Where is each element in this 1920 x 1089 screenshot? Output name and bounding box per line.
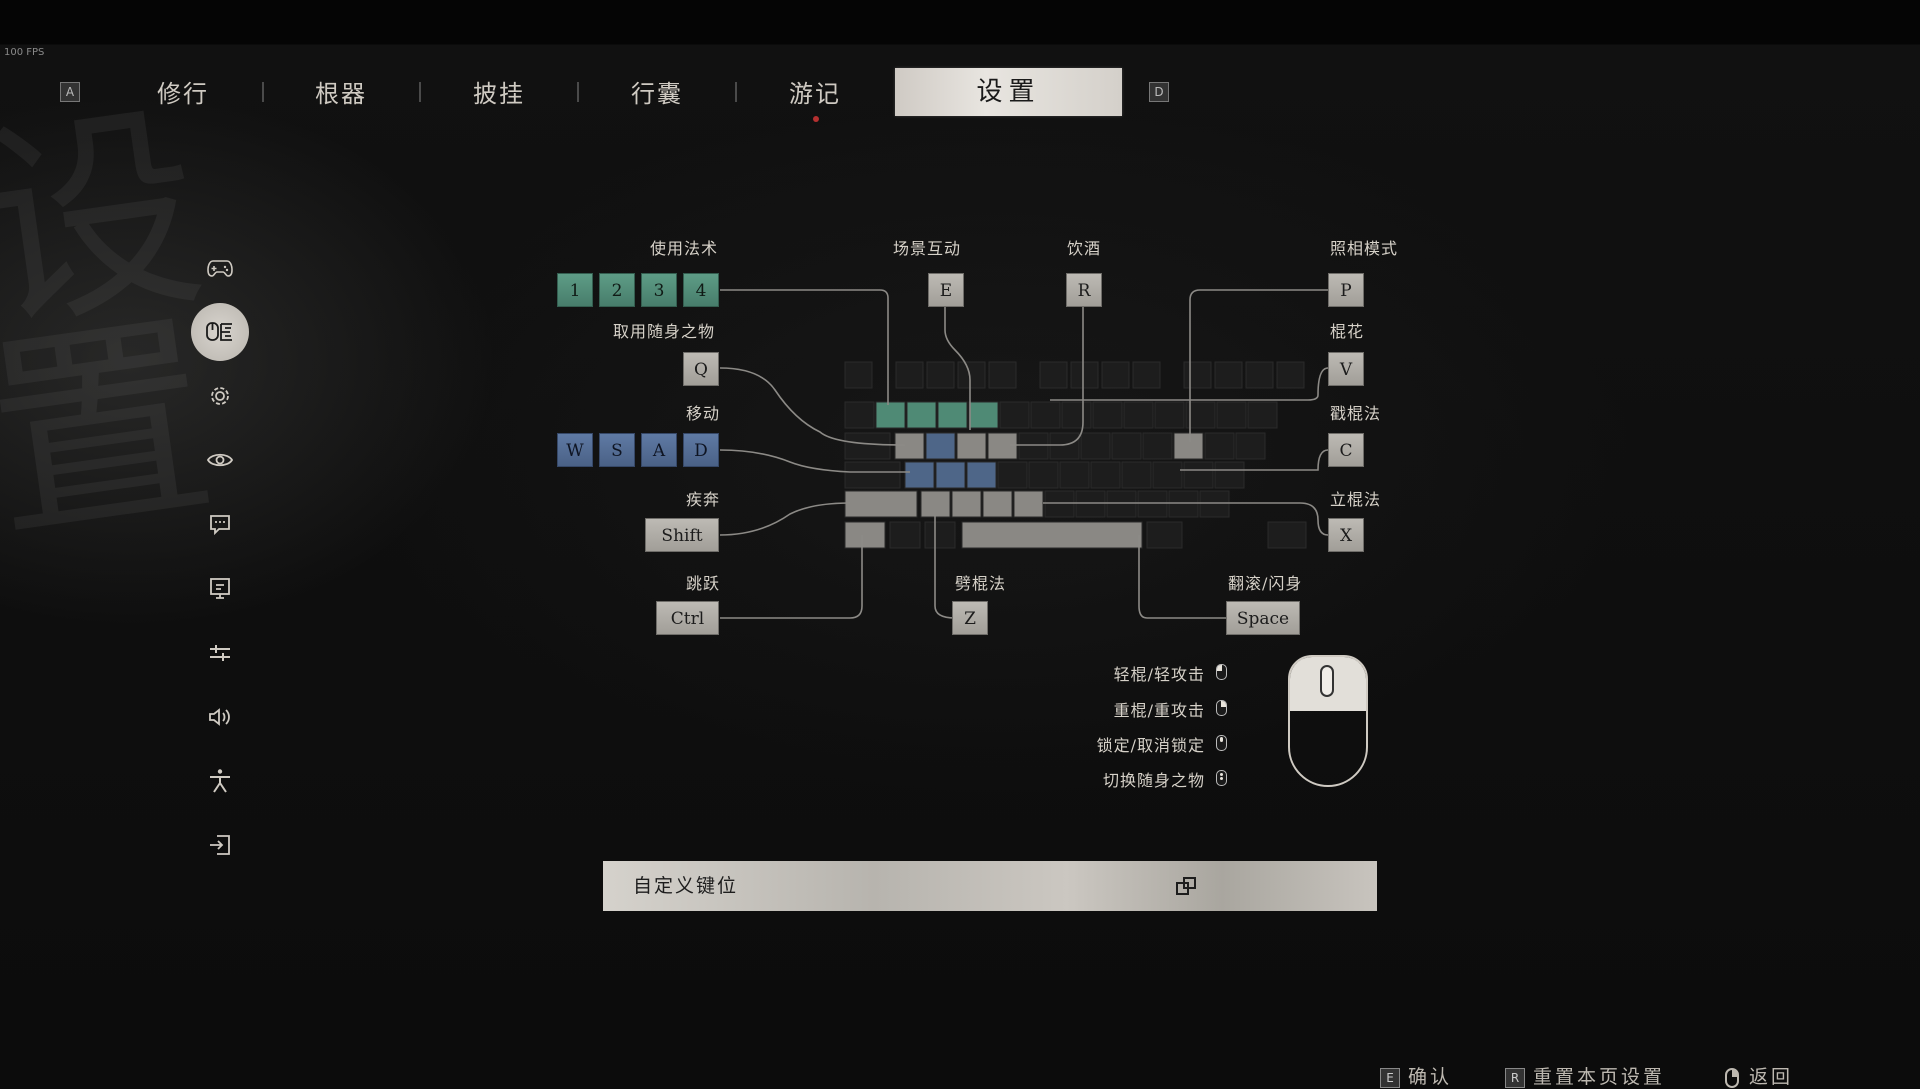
label-photo-mode: 照相模式 [1330,239,1399,258]
label-interact: 场景互动 [893,239,962,258]
notification-dot [813,116,819,122]
mouse-binding-lock-on[interactable]: 锁定/取消锁定 [1000,732,1205,756]
monitor-icon[interactable] [200,569,240,609]
key-spin-v[interactable]: V [1328,352,1364,386]
mouse-binding-label: 轻棍/轻攻击 [1113,665,1205,684]
sliders-icon[interactable] [200,633,240,673]
mouse-wheel [1320,665,1334,697]
settings-icon[interactable] [200,376,240,416]
key-jump-ctrl[interactable]: Ctrl [656,601,719,635]
mouse-left-icon [1216,664,1227,680]
tab-inventory[interactable]: 行囊 [631,80,683,108]
key-spell-4[interactable]: 4 [683,273,719,307]
key-spell-2[interactable]: 2 [599,273,635,307]
hint-confirm[interactable]: E 确认 [1380,1062,1452,1089]
tab-divider [735,82,737,102]
label-use-spells: 使用法术 [650,239,719,258]
key-move-s[interactable]: S [599,433,635,467]
mouse-binding-light-attack[interactable]: 轻棍/轻攻击 [1000,661,1205,685]
key-spell-3[interactable]: 3 [641,273,677,307]
reset-label: 重置本页设置 [1533,1066,1666,1088]
tab-root[interactable]: 根器 [315,80,367,108]
key-move-d[interactable]: D [683,433,719,467]
mouse-binding-label: 重棍/重攻击 [1113,701,1205,720]
hint-back[interactable]: 返回 [1725,1062,1793,1089]
tab-cultivation[interactable]: 修行 [157,80,209,108]
tab-divider [262,82,264,102]
label-use-item: 取用随身之物 [613,322,716,341]
key-sprint-shift[interactable]: Shift [645,518,719,552]
accessibility-icon[interactable] [200,761,240,801]
confirm-label: 确认 [1408,1066,1453,1088]
exit-icon[interactable] [200,825,240,865]
label-smash-stance: 劈棍法 [955,574,1007,593]
tab-armor[interactable]: 披挂 [473,80,525,108]
key-spell-1[interactable]: 1 [557,273,593,307]
mouse-binding-label: 切换随身之物 [1102,771,1205,790]
label-move: 移动 [686,404,721,423]
key-photo-p[interactable]: P [1328,273,1364,307]
key-move-a[interactable]: A [641,433,677,467]
hint-reset-page[interactable]: R 重置本页设置 [1505,1062,1665,1089]
mouse-binding-switch-item[interactable]: 切换随身之物 [1000,767,1205,791]
key-interact-e[interactable]: E [928,273,964,307]
key-drink-r[interactable]: R [1066,273,1102,307]
label-jump: 跳跃 [686,574,721,593]
eye-icon[interactable] [200,440,240,480]
custom-keybind-label: 自定义键位 [633,875,739,897]
mouse-scroll-icon [1216,770,1227,786]
confirm-key: E [1380,1068,1400,1088]
back-label: 返回 [1749,1066,1794,1088]
custom-keybind-button[interactable]: 自定义键位 [603,861,1377,911]
chat-icon[interactable] [200,505,240,545]
key-move-w[interactable]: W [557,433,593,467]
key-smash-z[interactable]: Z [952,601,988,635]
next-tab-key[interactable]: D [1149,82,1169,102]
mouse-right-icon [1216,700,1227,716]
tab-settings[interactable]: 设置 [895,68,1122,116]
mouse-diagram [1288,655,1368,787]
label-sprint: 疾奔 [686,490,721,509]
label-roll-dodge: 翻滚/闪身 [1228,574,1303,593]
keyboard-icon[interactable] [191,303,249,361]
gamepad-icon[interactable] [200,248,240,288]
tab-divider [419,82,421,102]
label-thrust-stance: 戳棍法 [1330,404,1382,423]
reset-key: R [1505,1068,1525,1088]
fps-counter: 100 FPS [4,47,45,58]
prev-tab-key[interactable]: A [60,82,80,102]
label-drink: 饮酒 [1067,239,1102,258]
mouse-binding-heavy-attack[interactable]: 重棍/重攻击 [1000,697,1205,721]
tab-divider [577,82,579,102]
tab-journal[interactable]: 游记 [789,80,841,108]
mouse-middle-icon [1216,735,1227,751]
key-thrust-c[interactable]: C [1328,433,1364,467]
key-dodge-space[interactable]: Space [1226,601,1300,635]
label-staff-spin: 棍花 [1330,322,1365,341]
speaker-icon[interactable] [200,697,240,737]
mouse-binding-label: 锁定/取消锁定 [1096,736,1205,755]
key-pillar-x[interactable]: X [1328,518,1364,552]
key-item-q[interactable]: Q [683,352,719,386]
mouse-right-icon [1725,1068,1739,1088]
label-pillar-stance: 立棍法 [1330,490,1382,509]
external-link-icon [1176,877,1196,895]
background-glyph: 置 [0,287,227,573]
